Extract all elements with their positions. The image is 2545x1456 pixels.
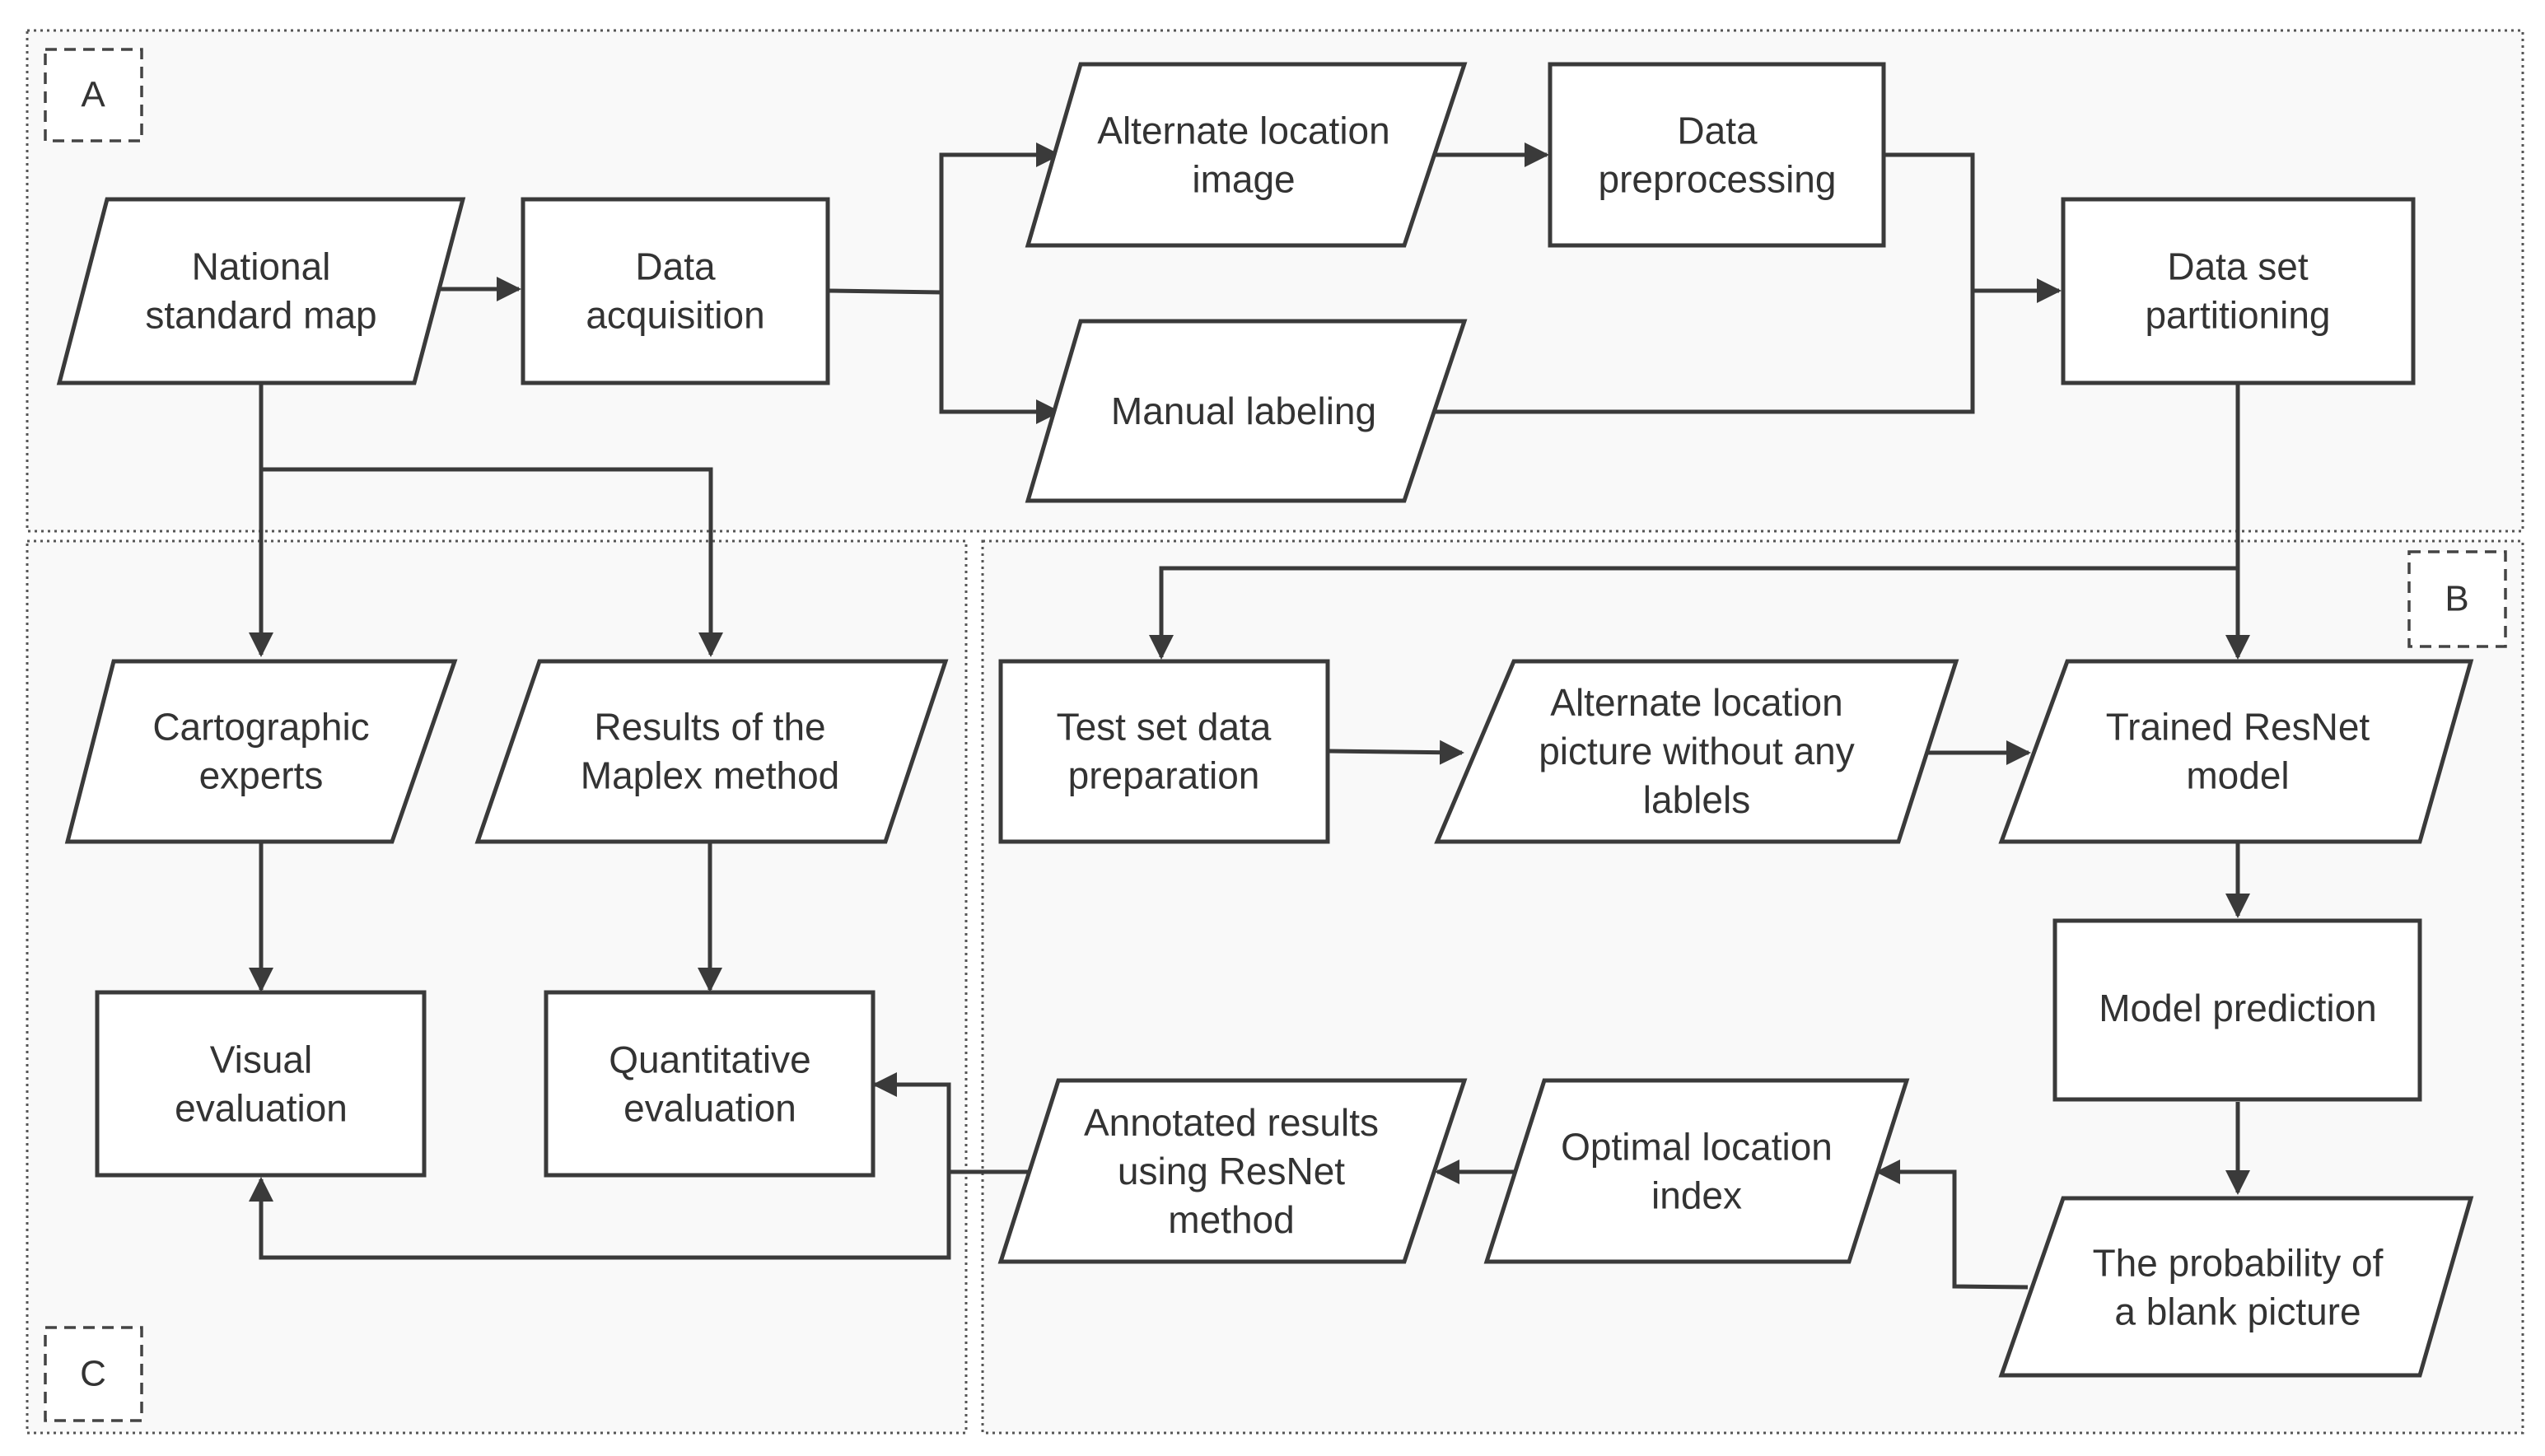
node-label-line: Alternate location [1550,681,1842,724]
node-optimal-location-index: Optimal location index [1483,1078,1910,1264]
node-label-line: The probability of [2093,1242,2384,1285]
node-label-line: evaluation [623,1087,796,1130]
node-label-line: Cartographic [152,706,369,749]
node-trained-resnet-model: Trained ResNet model [1998,659,2474,844]
node-national-standard-map: National standard map [56,197,466,385]
region-c-label: C [80,1354,106,1394]
node-label-line: method [1168,1198,1294,1241]
node-annotated-results-resnet: Annotated results using ResNet method [997,1078,1468,1264]
node-label-line: preprocessing [1599,158,1837,201]
node-label-line: partitioning [2145,294,2330,337]
node-label-line: evaluation [175,1087,348,1130]
node-label-line: Test set data [1057,706,1272,749]
edge-acquisition-to-alternate-image [827,142,1061,295]
node-label-line: model [2186,754,2289,797]
edge-manual-labeling-to-partitioning [1436,291,1975,414]
node-label-line: Maplex method [581,754,840,797]
node-label-line: a blank picture [2114,1290,2361,1333]
node-test-set-data-preparation: Test set data preparation [998,659,1330,844]
node-label-line: index [1651,1174,1742,1217]
node-quantitative-evaluation: Quantitative evaluation [544,990,876,1178]
node-label-line: Alternate location [1097,110,1389,152]
edge-test-set-to-alternate-picture [1328,740,1464,765]
edge-acquisition-to-manual-labeling [939,292,1061,424]
node-cartographic-experts: Cartographic experts [64,659,458,844]
node-label-line: Data set [2167,245,2309,288]
node-label-line: Manual labeling [1111,390,1376,432]
node-alternate-location-image: Alternate location image [1025,62,1468,248]
node-probability-blank-picture: The probability of a blank picture [1998,1196,2474,1378]
node-label-line: Results of the [594,706,825,749]
edge-probability-to-optimal-index [1875,1160,2029,1290]
node-label-line: Trained ResNet [2106,706,2370,749]
node-label-line: Visual [210,1038,312,1081]
region-b-tag: B [2407,550,2507,648]
edge-annotated-to-quantitative [872,1072,1030,1174]
edge-partitioning-to-test-set [1149,566,2238,660]
node-label-line: Model prediction [2099,987,2377,1029]
svg-text:Model prediction: Model prediction [2099,987,2377,1029]
region-a-label: A [81,75,105,115]
node-label-line: picture without any [1539,730,1855,772]
edge-map-to-maplex-results [261,467,723,657]
node-label-line: National [192,245,331,288]
node-visual-evaluation: Visual evaluation [95,990,427,1178]
node-label-line: experts [199,754,324,797]
node-label-line: Data [1677,110,1758,152]
node-label-line: preparation [1068,754,1260,797]
node-label-line: Data [635,245,716,288]
node-label-line: acquisition [586,294,764,337]
node-label-line: image [1192,158,1295,201]
region-c-tag: C [44,1326,143,1422]
node-label-line: Optimal location [1561,1126,1833,1169]
edges [249,142,2250,1290]
region-a-tag: A [44,48,143,142]
node-manual-labeling: Manual labeling [1025,319,1468,503]
svg-text:The probability ofa blank pict: The probability of a blank picture [2093,1242,2384,1333]
node-label-line: Annotated results [1084,1101,1379,1144]
edge-annotated-to-visual [249,1172,951,1260]
edge-preprocessing-to-partitioning [1882,152,2062,303]
node-label-line: standard map [145,294,376,337]
node-label-line: Quantitative [609,1038,810,1081]
region-b-label: B [2445,579,2468,619]
node-data-preprocessing: Data preprocessing [1548,62,1886,248]
node-label-line: using ResNet [1118,1150,1345,1192]
node-model-prediction: Model prediction [2052,918,2422,1102]
node-data-set-partitioning: Data set partitioning [2061,197,2416,385]
node-data-acquisition: Data acquisition [521,197,830,385]
node-label-line: lablels [1643,778,1750,821]
svg-text:Manual labeling: Manual labeling [1111,390,1376,432]
node-alternate-location-picture: Alternate location picture without any lab… [1434,659,1959,844]
